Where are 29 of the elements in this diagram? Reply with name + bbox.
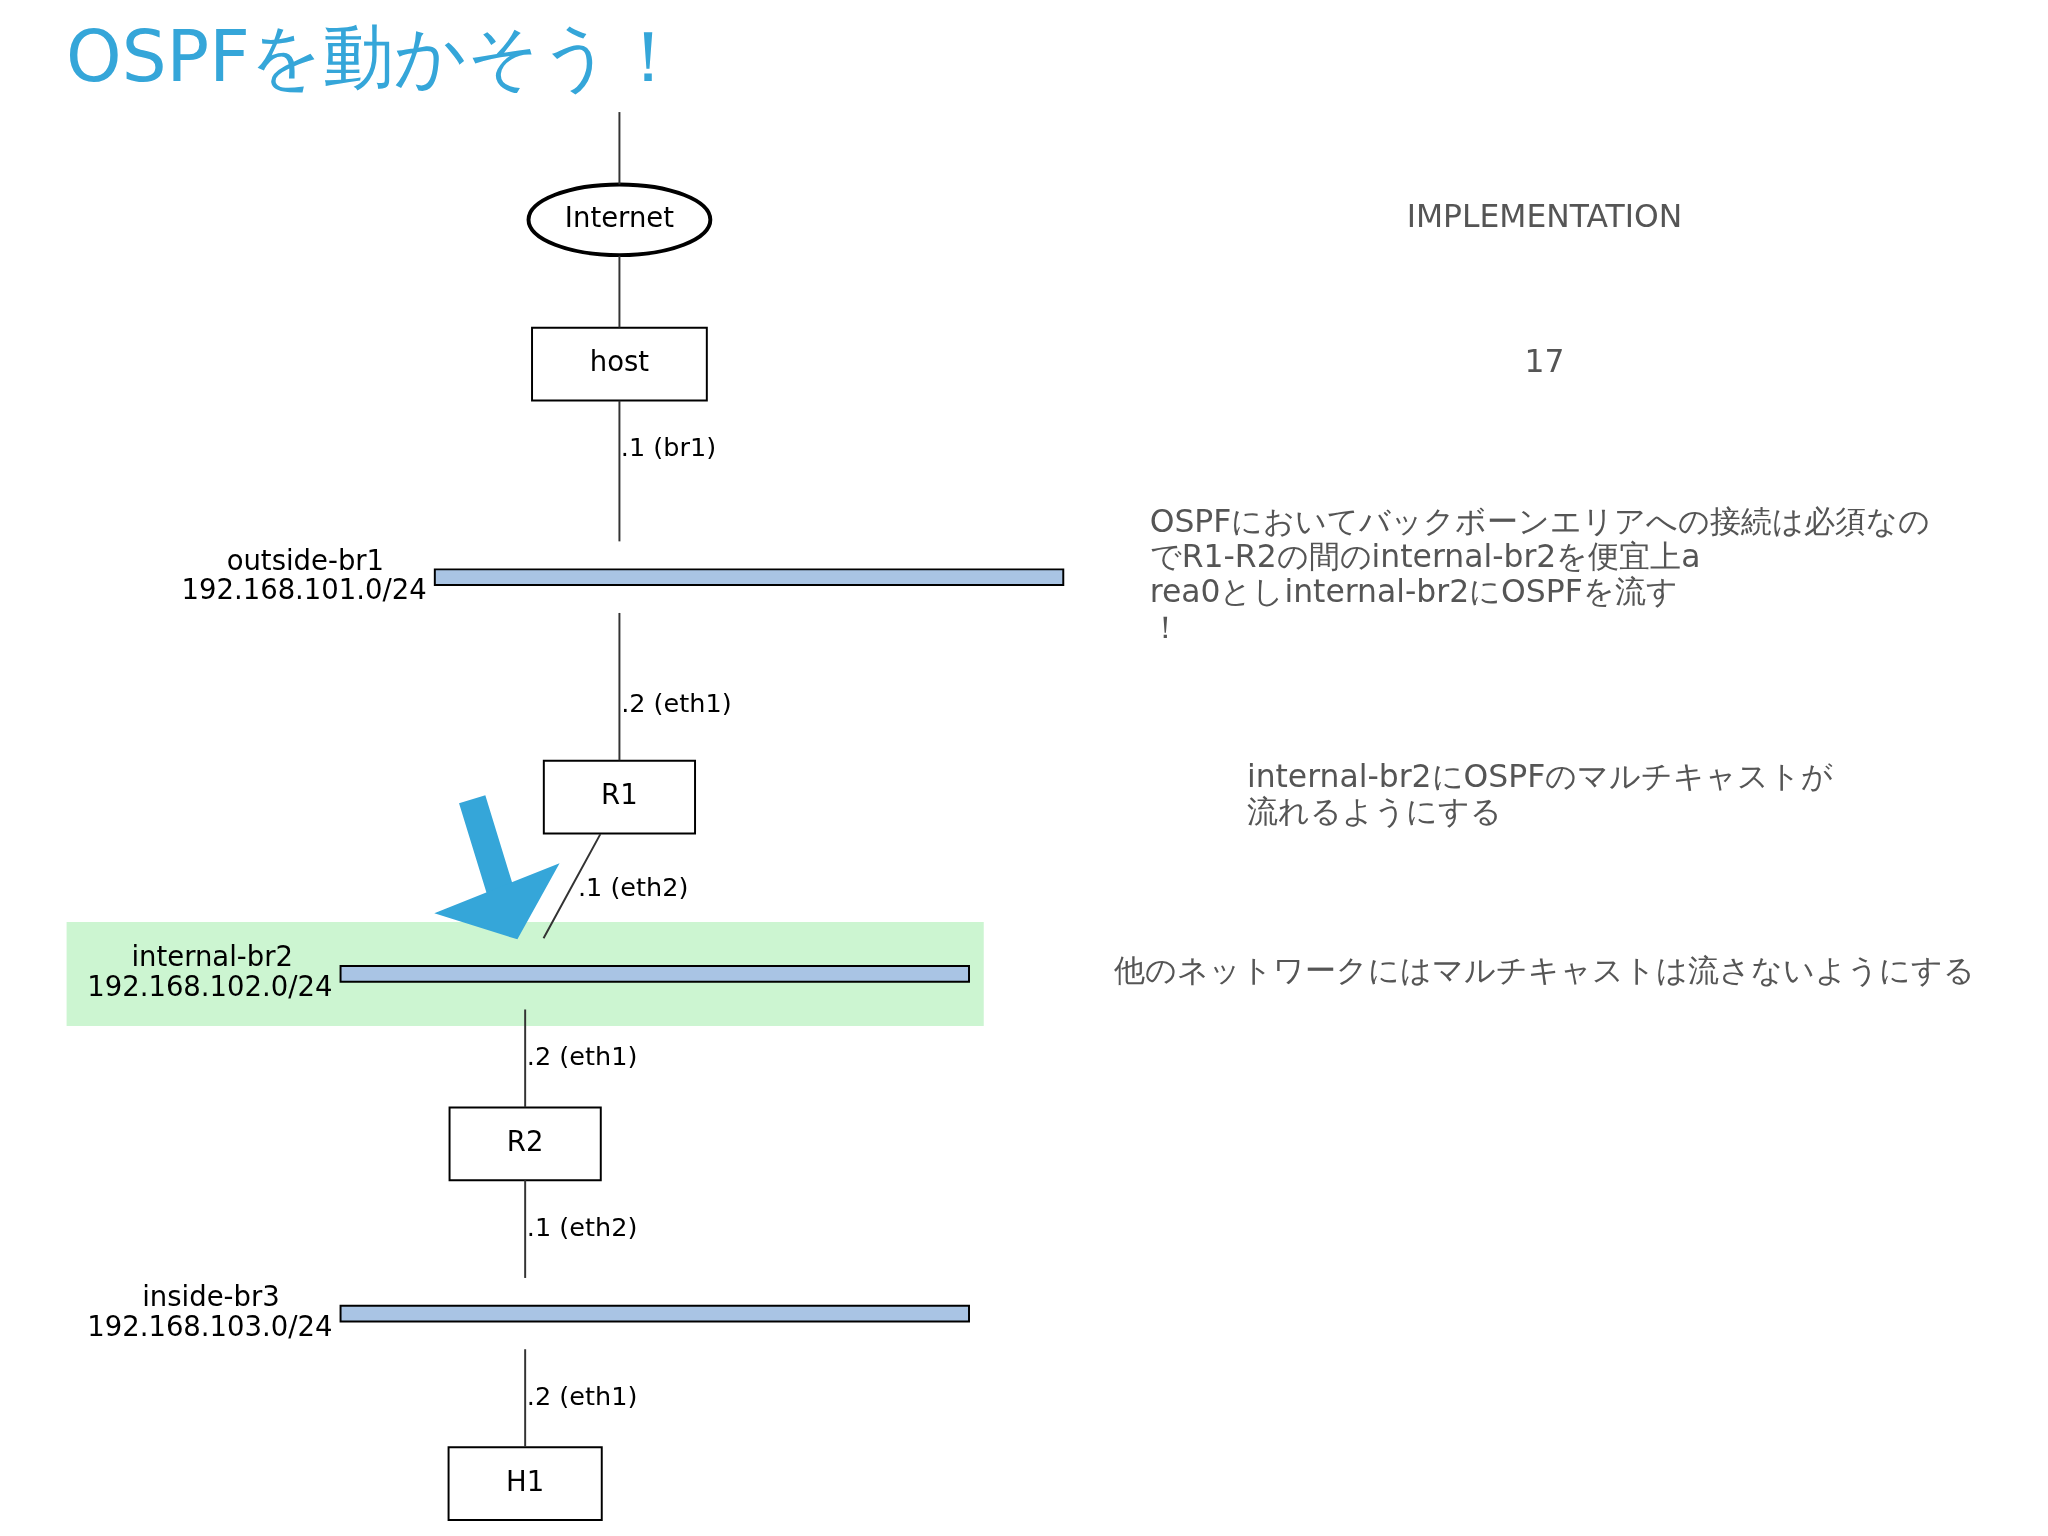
cluster: [66, 921, 984, 1026]
connector: [618, 111, 621, 186]
node-label: 192.168.101.0/24: [181, 573, 427, 606]
node-box: R2: [448, 1106, 602, 1182]
edge-label: .1 (br1): [620, 432, 717, 463]
connector: [618, 254, 621, 329]
label: 17: [1524, 342, 1565, 379]
connector: [618, 611, 621, 762]
edge-label: .1 (eth2): [577, 872, 689, 903]
edge-label: .2 (eth1): [526, 1380, 638, 1411]
node-label: outside-br1: [226, 543, 385, 576]
connector: [524, 1348, 527, 1448]
edge-label: .2 (eth1): [526, 1041, 638, 1072]
label: IMPLEMENTATION: [1406, 198, 1683, 235]
edge-label: .2 (eth1): [621, 687, 732, 718]
label: 他のネットワークにはマルチキャストは流さないようにする: [1113, 952, 1975, 989]
label: OSPFにおいてバックボーンエリアへの接続は必須なのでR1-R2の間のinternal-br2を便宜上area0としinternal-br2にOSPFを流す！: [1149, 502, 1931, 645]
connector: [542, 833, 602, 940]
arrow: [434, 795, 560, 940]
node-box: host: [531, 326, 708, 402]
node-box: H1: [447, 1446, 603, 1521]
connector: [524, 1008, 527, 1109]
connector: [524, 1179, 527, 1279]
label: internal-br2にOSPFのマルチキャストが流れるようにする: [1246, 757, 1834, 830]
node-ellipse: Internet: [526, 182, 713, 258]
edge-label: .1 (eth2): [526, 1211, 638, 1242]
connector: [618, 399, 621, 543]
node-box: R1: [542, 759, 696, 835]
diagram-title: OSPFを動かそう！: [66, 14, 684, 98]
